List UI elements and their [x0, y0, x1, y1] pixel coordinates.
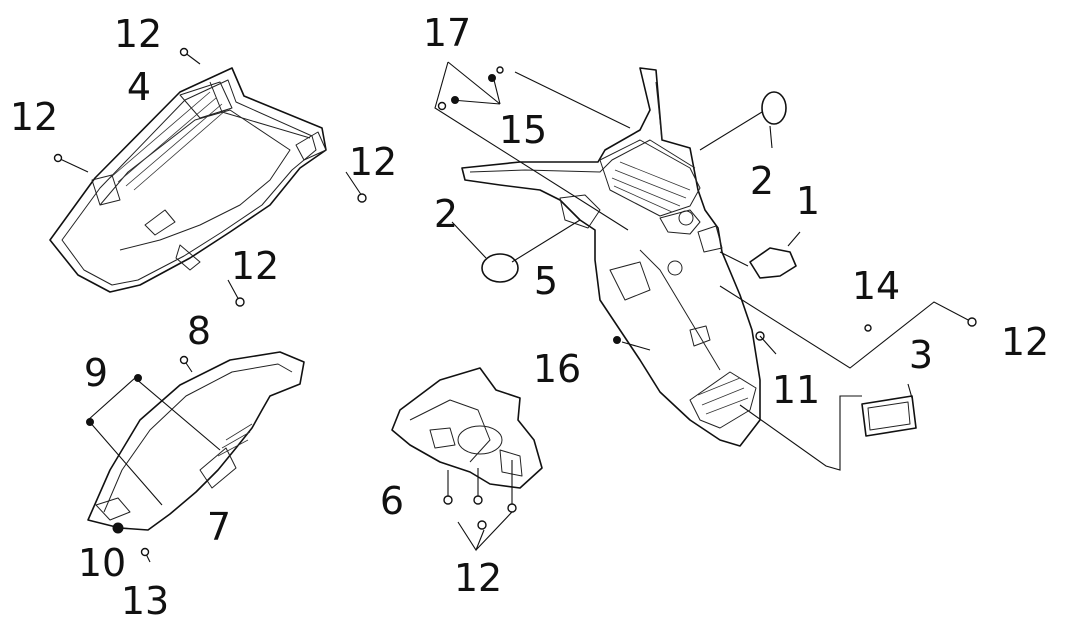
callout-9: 9 [84, 351, 108, 395]
callout-8: 8 [187, 309, 211, 353]
part-1-reflector [719, 231, 801, 279]
part-2-caps [451, 91, 787, 283]
part-5-rear-fender [461, 67, 761, 447]
callout-4: 4 [127, 65, 151, 109]
callout-11: 11 [772, 368, 820, 412]
callout-14: 14 [852, 264, 900, 308]
callout-16: 16 [533, 347, 581, 391]
callout-6: 6 [380, 479, 404, 523]
callout-12-bottom: 12 [454, 556, 502, 600]
part-3-reflector-plate [861, 383, 917, 437]
callout-12-right: 12 [1001, 320, 1049, 364]
callout-2-right: 2 [750, 159, 774, 203]
callout-12-top: 12 [114, 12, 162, 56]
callout-17: 17 [423, 11, 471, 55]
callout-12-lower: 12 [231, 244, 279, 288]
callout-15: 15 [499, 108, 547, 152]
callout-10: 10 [78, 541, 126, 585]
callout-3: 3 [909, 333, 933, 377]
callout-2-left: 2 [434, 192, 458, 236]
part-7-front-fender [87, 351, 305, 531]
part-7-hardware [86, 355, 221, 563]
part-6-lower-bracket [391, 367, 543, 552]
callout-1: 1 [796, 179, 820, 223]
callout-5: 5 [534, 259, 558, 303]
part-4-inner-fender [49, 67, 327, 293]
callout-7: 7 [207, 505, 231, 549]
part-5-leaders [434, 61, 977, 471]
callout-12-left: 12 [10, 95, 58, 139]
part-4-screws [53, 47, 367, 307]
callout-12-mid: 12 [349, 140, 397, 184]
callout-13: 13 [121, 579, 169, 623]
